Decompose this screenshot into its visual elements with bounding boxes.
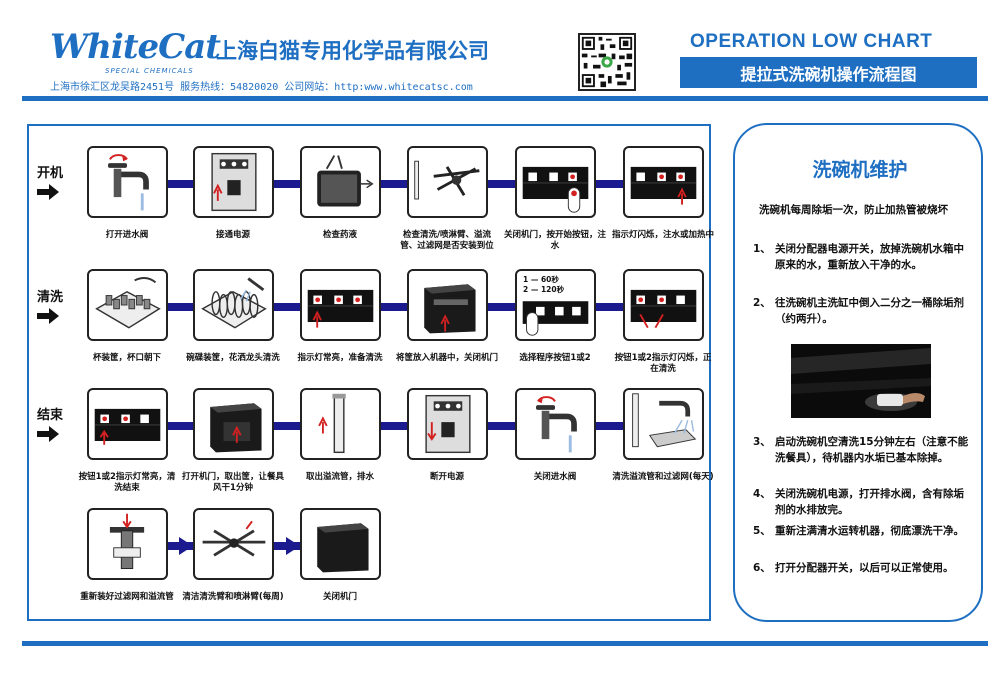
step-caption: 关闭进水阀 xyxy=(533,472,577,482)
step-caption: 关闭机门 xyxy=(322,592,357,602)
step-caption: 指示灯闪烁，注水或加热中 xyxy=(611,230,714,240)
row-label: 清洗 xyxy=(37,290,64,305)
row-label: 结束 xyxy=(37,408,64,423)
step-caption: 打开进水阀 xyxy=(105,230,149,240)
chart-title-english: OPERATION LOW CHART xyxy=(690,31,933,52)
maintenance-intro: 洗碗机每周除垢一次，防止加热管被烧坏 xyxy=(759,204,948,216)
faucet-open-icon xyxy=(87,146,168,218)
power-off-icon xyxy=(407,388,488,460)
step-caption: 清洁清洗臂和喷淋臂(每周) xyxy=(182,592,284,602)
maintenance-item: 1、 关闭分配器电源开关，放掉洗碗机水箱中原来的水，重新放入干净的水。 xyxy=(753,241,973,273)
maintenance-item: 2、 往洗碗机主洗缸中倒入二分之一桶除垢剂（约两升）。 xyxy=(753,295,973,327)
button-press-icon xyxy=(623,269,704,341)
program-option-label: 2 — 120秒 xyxy=(523,285,565,294)
whitecat-logo: WhiteCat SPECIAL CHEMICALS xyxy=(50,27,221,77)
descaler-pouring-photo xyxy=(791,344,931,418)
step-caption: 碗碟装筐，花洒龙头清洗 xyxy=(186,353,280,363)
flow-connector xyxy=(127,180,663,188)
chart-title-chinese: 提拉式洗碗机操作流程图 xyxy=(680,57,977,88)
maintenance-item-text: 启动洗碗机空清洗15分钟左右（注意不能洗餐具），待机器内水垢已基本除掉。 xyxy=(775,436,969,464)
machine-panel-door-icon xyxy=(515,146,596,218)
maintenance-panel: 洗碗机维护 洗碗机每周除垢一次，防止加热管被烧坏 1、 关闭分配器电源开关，放掉… xyxy=(733,123,983,622)
step-caption: 打开机门，取出筐，让餐具风干1分钟 xyxy=(181,472,284,493)
program-option-label: 1 — 60秒 xyxy=(523,275,559,284)
company-address: 上海市徐汇区龙吴路2451号 服务热线：54820020 公司网站：http:w… xyxy=(50,82,473,93)
maintenance-item: 3、 启动洗碗机空清洗15分钟左右（注意不能洗餐具），待机器内水垢已基本除掉。 xyxy=(753,434,973,466)
step-caption: 取出溢流管，排水 xyxy=(305,472,374,482)
maintenance-item-number: 1、 xyxy=(753,243,771,255)
spray-arm-check-icon xyxy=(407,146,488,218)
step-caption: 检查清洗/喷淋臂、溢流管、过滤网是否安装到位 xyxy=(400,230,494,251)
flow-connector xyxy=(127,422,663,430)
flow-arrowhead-icon xyxy=(179,537,193,555)
maintenance-item-text: 关闭洗碗机电源，打开排水阀，含有除垢剂的水排放完。 xyxy=(775,488,964,516)
maintenance-item-number: 6、 xyxy=(753,562,771,574)
row-arrow-icon xyxy=(37,426,59,442)
maintenance-item-number: 2、 xyxy=(753,297,771,309)
power-switch-icon xyxy=(193,146,274,218)
overflow-pipe-icon xyxy=(300,388,381,460)
qr-code-icon xyxy=(578,33,636,91)
maintenance-title: 洗碗机维护 xyxy=(812,159,908,181)
step-caption: 关闭机门，按开始按钮，注水 xyxy=(503,230,606,251)
filter-wash-icon xyxy=(623,388,704,460)
maintenance-item-text: 关闭分配器电源开关，放掉洗碗机水箱中原来的水，重新放入干净的水。 xyxy=(775,243,964,271)
step-caption: 按钮1或2指示灯常亮，清洗结束 xyxy=(78,472,176,493)
step-caption: 重新装好过滤网和溢流管 xyxy=(80,592,174,602)
row-arrow-icon xyxy=(37,184,59,200)
detergent-box-icon xyxy=(300,146,381,218)
rack-into-machine-icon xyxy=(407,269,488,341)
indicator-light-icon xyxy=(623,146,704,218)
indicator-steady-icon xyxy=(300,269,381,341)
logo-subtitle: SPECIAL CHEMICALS xyxy=(105,67,194,75)
step-caption: 将筐放入机器中，关闭机门 xyxy=(395,353,498,363)
maintenance-item-text: 往洗碗机主洗缸中倒入二分之一桶除垢剂（约两升）。 xyxy=(775,297,964,325)
row-label: 开机 xyxy=(37,166,64,181)
flow-connector xyxy=(127,303,663,311)
step-caption: 按钮1或2指示灯闪烁，正在清洗 xyxy=(614,353,712,374)
maintenance-item: 6、 打开分配器开关，以后可以正常使用。 xyxy=(753,560,973,576)
maintenance-item-text: 打开分配器开关，以后可以正常使用。 xyxy=(775,562,954,574)
step-caption: 杯装筐，杯口朝下 xyxy=(92,353,161,363)
plate-rack-icon xyxy=(193,269,274,341)
maintenance-item-text: 重新注满清水运转机器，彻底漂洗干净。 xyxy=(775,525,964,537)
header-divider xyxy=(22,96,988,101)
maintenance-item-number: 3、 xyxy=(753,436,771,448)
faucet-close-icon xyxy=(515,388,596,460)
maintenance-item-number: 4、 xyxy=(753,488,771,500)
step-caption: 断开电源 xyxy=(429,472,464,482)
door-open-icon xyxy=(193,388,274,460)
step-caption: 选择程序按钮1或2 xyxy=(519,353,591,363)
step-caption: 接通电源 xyxy=(215,230,250,240)
maintenance-item-number: 5、 xyxy=(753,525,771,537)
flow-arrowhead-icon xyxy=(286,537,300,555)
operation-flow-panel: 开机清洗结束 打开进水阀 接通电源 检查药液 检查清洗/喷淋臂、溢流管、过滤网是否安装到… xyxy=(27,124,714,621)
door-close-icon xyxy=(300,508,381,580)
maintenance-item: 5、 重新注满清水运转机器，彻底漂洗干净。 xyxy=(753,523,973,539)
step-caption: 检查药液 xyxy=(322,230,357,240)
footer-divider xyxy=(22,641,988,646)
filter-reinstall-icon xyxy=(87,508,168,580)
maintenance-item: 4、 关闭洗碗机电源，打开排水阀，含有除垢剂的水排放完。 xyxy=(753,486,973,518)
button-light-steady-icon xyxy=(87,388,168,460)
step-caption: 清洗溢流管和过滤网(每天) xyxy=(612,472,714,482)
spray-arm-clean-icon xyxy=(193,508,274,580)
company-name: 上海白猫专用化学品有限公司 xyxy=(216,39,489,63)
cup-rack-icon xyxy=(87,269,168,341)
logo-wordmark: WhiteCat xyxy=(50,27,221,67)
step-caption: 指示灯常亮，准备清洗 xyxy=(297,353,383,363)
row-arrow-icon xyxy=(37,308,59,324)
